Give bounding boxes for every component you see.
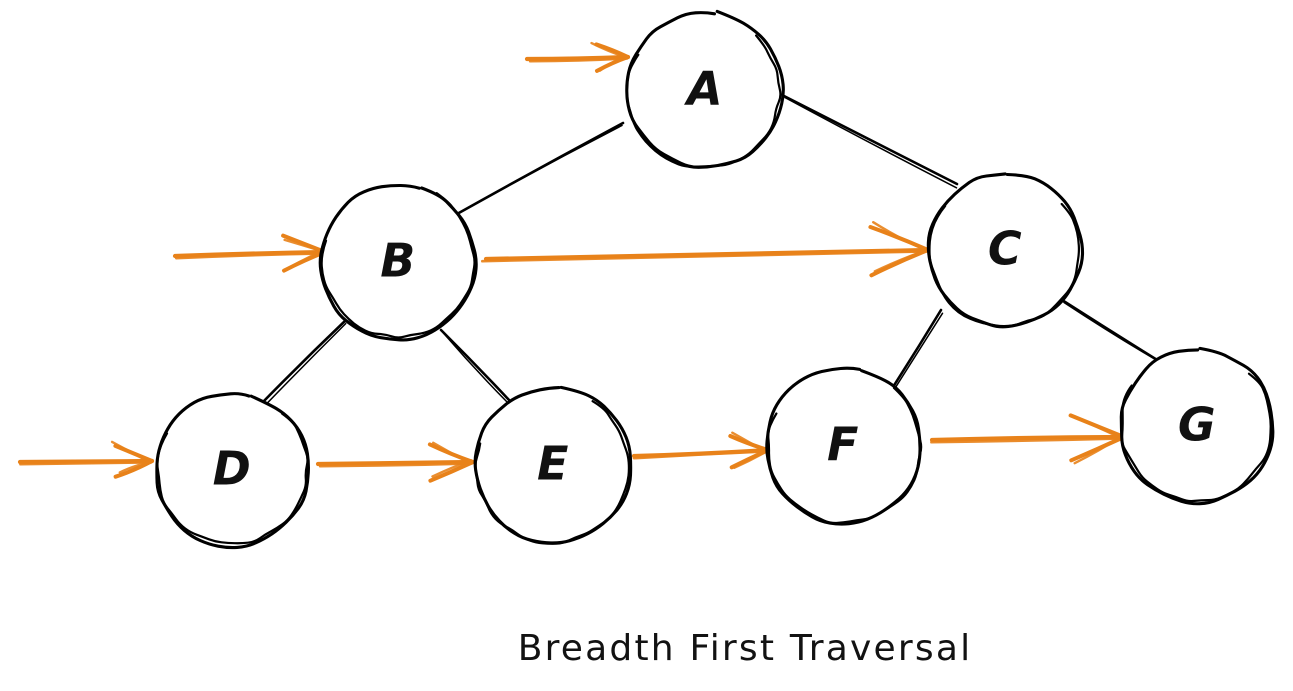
nodes-layer: A B C D E F G <box>155 9 1275 550</box>
node-outline-overdraw <box>928 202 1081 328</box>
graph-edge-B-E <box>439 328 511 404</box>
graph-edge-C-G <box>1060 298 1169 368</box>
node-outline-primary <box>318 183 478 342</box>
node-label-B: B <box>380 234 416 288</box>
graph-node-B[interactable]: B <box>318 183 478 342</box>
graph-edge-C-F <box>891 308 944 390</box>
node-outline-overdraw <box>156 412 309 545</box>
graph-node-E[interactable]: E <box>473 385 633 545</box>
graph-edge-A-C <box>782 94 959 189</box>
node-label-F: F <box>827 418 859 472</box>
diagram-caption: Breadth First Traversal <box>518 628 973 669</box>
node-label-E: E <box>537 437 569 491</box>
node-outline-overdraw <box>320 192 476 339</box>
traversal-arrow-into-B <box>172 233 328 273</box>
graph-node-D[interactable]: D <box>155 392 310 550</box>
edges-layer <box>259 94 1169 409</box>
graph-edge-B-D <box>259 318 348 409</box>
traversal-arrow-F-to-G <box>929 413 1127 465</box>
traversal-arrows-layer <box>17 41 1127 483</box>
traversal-arrow-into-A <box>524 41 631 73</box>
traversal-arrow-E-to-F <box>631 431 771 470</box>
node-outline-overdraw <box>625 34 782 168</box>
node-label-C: C <box>988 222 1022 276</box>
traversal-arrow-D-to-E <box>315 441 476 483</box>
node-outline-primary <box>765 366 922 526</box>
graph-node-A[interactable]: A <box>625 9 785 169</box>
node-outline-primary <box>1119 346 1275 506</box>
graph-edge-B-A <box>453 121 625 217</box>
node-outline-overdraw <box>767 386 923 525</box>
traversal-arrow-B-to-C <box>481 221 931 278</box>
graph-node-G[interactable]: G <box>1119 346 1275 506</box>
node-outline-overdraw <box>1120 372 1272 503</box>
node-outline-overdraw <box>474 400 631 545</box>
node-label-D: D <box>213 442 252 496</box>
traversal-arrow-into-D <box>17 440 155 479</box>
graph-node-C[interactable]: C <box>926 172 1085 329</box>
node-label-A: A <box>684 62 723 116</box>
graph-node-F[interactable]: F <box>765 366 923 526</box>
node-label-G: G <box>1178 398 1216 452</box>
